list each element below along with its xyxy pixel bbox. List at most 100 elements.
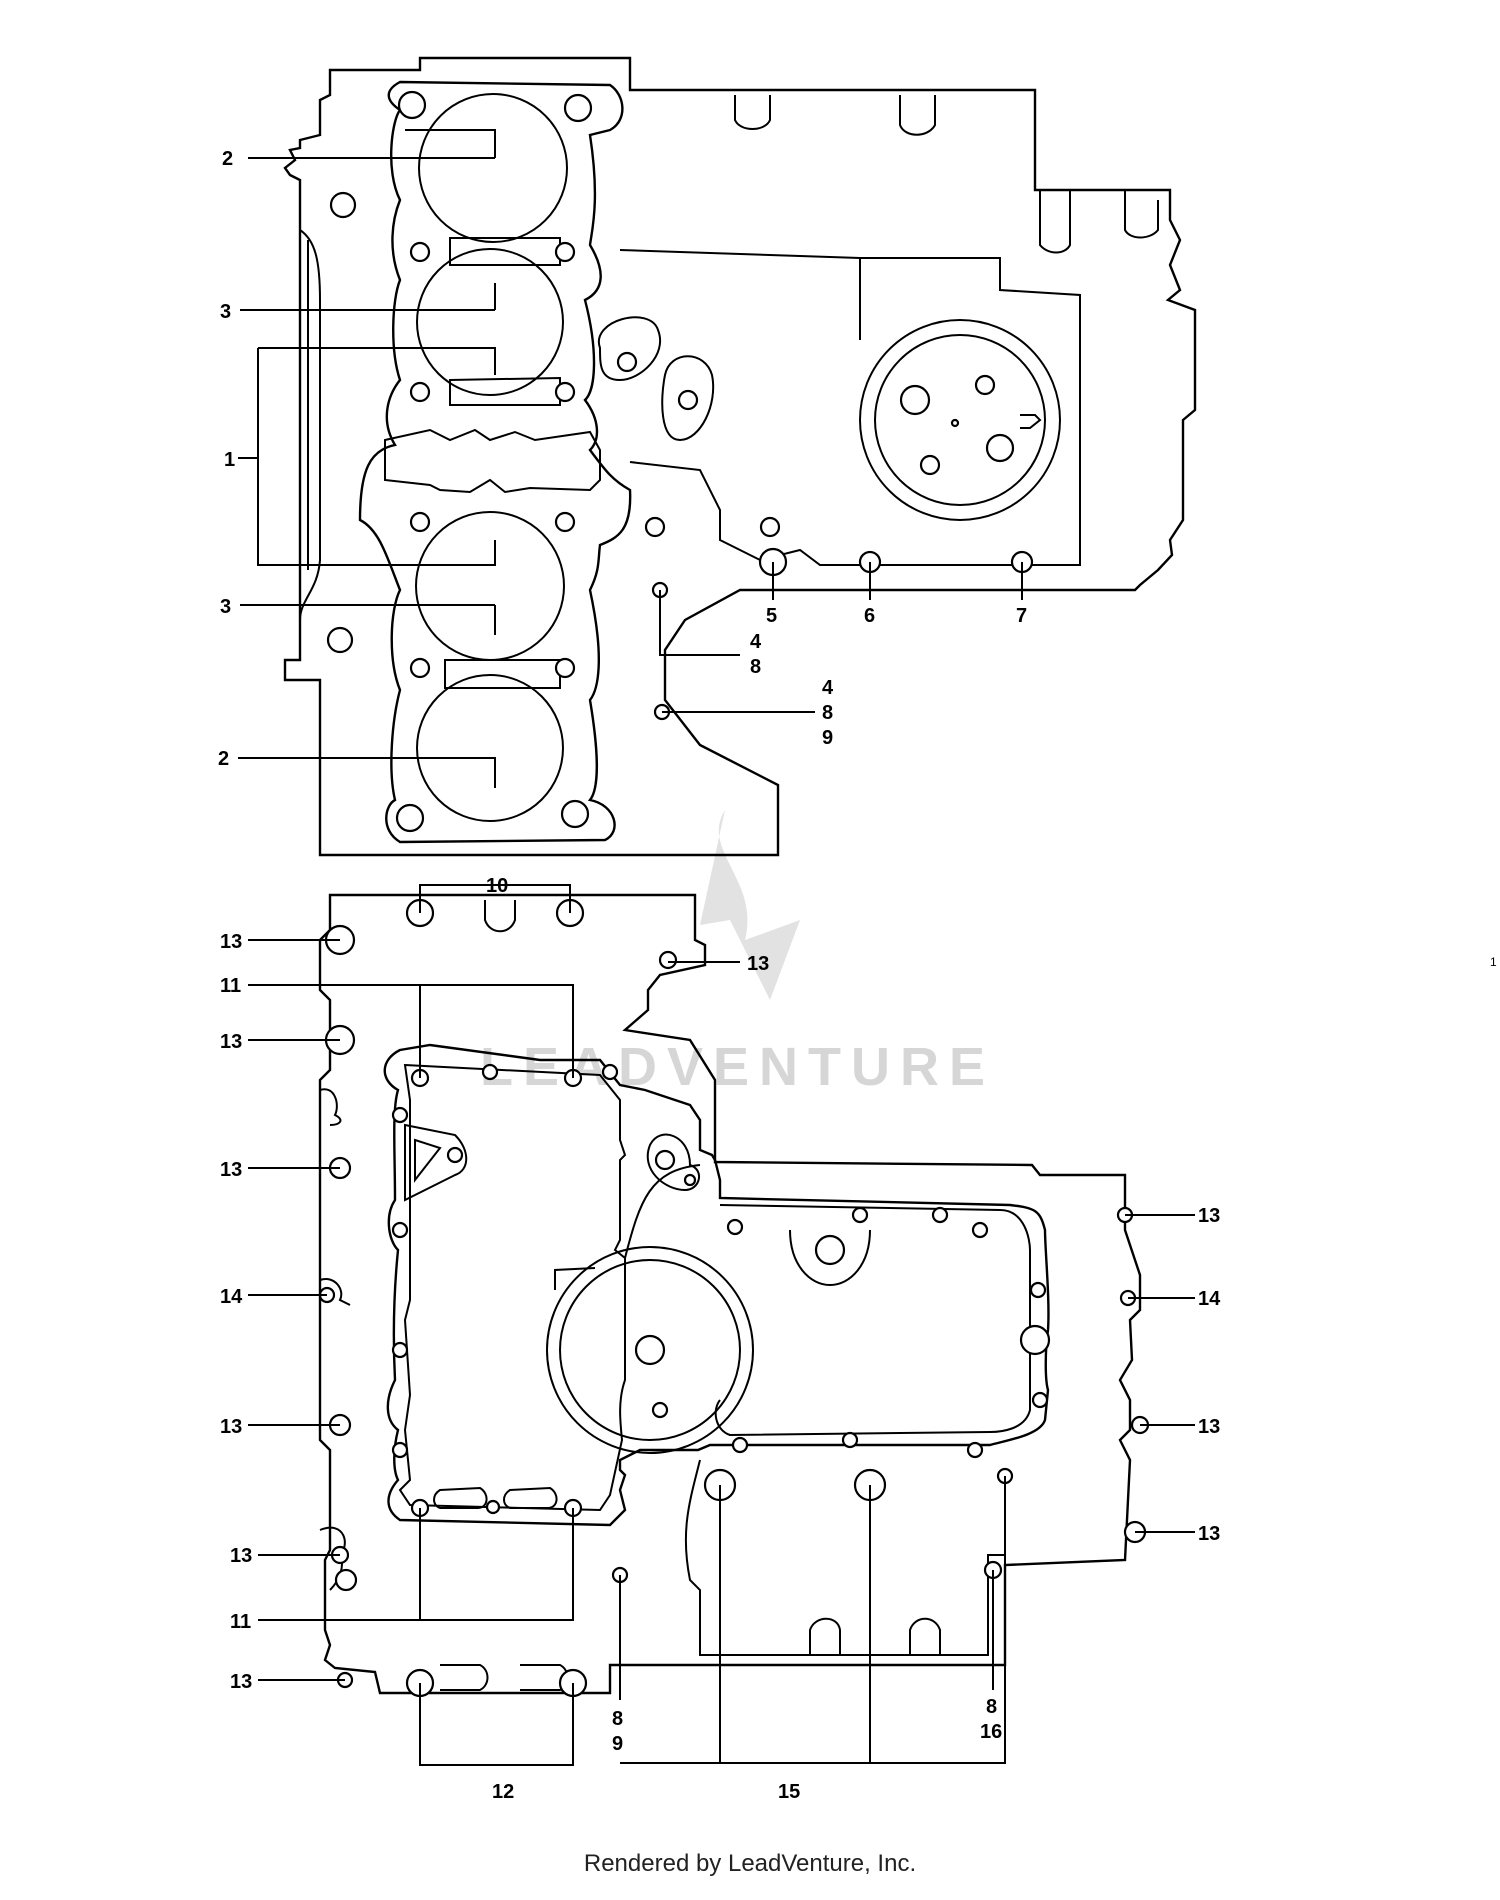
center-web-lower: [624, 1164, 701, 1259]
boss-hole: [683, 1173, 697, 1187]
bore-bridge-3: [444, 659, 561, 689]
sump-slots: [809, 1617, 941, 1655]
leader-15: [620, 1476, 1006, 1764]
leader-11-top: [248, 984, 574, 1078]
callout-16: 16: [980, 1721, 1002, 1743]
cylinder-bore-2: [416, 248, 564, 396]
callout-11-bottom: 11: [230, 1611, 251, 1633]
callout-8a: 8: [750, 656, 761, 678]
upper-case-outline: [283, 56, 1197, 857]
leader-2-bottom: [238, 757, 496, 788]
upper-inner-slots: [734, 95, 936, 136]
callout-11-top: 11: [220, 975, 241, 997]
bearing-hole: [974, 374, 996, 396]
callout-13-a: 13: [220, 931, 242, 953]
flange-hole: [391, 1106, 409, 1124]
callout-8-c: 8: [612, 1708, 623, 1730]
right-boss: [789, 1229, 871, 1287]
flange-hole: [971, 1221, 989, 1239]
upper-leader-lines: [238, 129, 1023, 788]
flange-hole: [966, 1441, 984, 1459]
lower-slots: [484, 900, 516, 933]
upper-callout-labels: 2 3 1 3 2 5 6 7 4 8 4 8 9: [218, 148, 1027, 770]
upper-crankcase: [283, 56, 1197, 857]
bore-bridge-2: [449, 376, 561, 406]
callout-13-h: 13: [1198, 1205, 1220, 1227]
triangle-bracket-inner: [414, 1138, 442, 1183]
triangle-bracket: [404, 1123, 468, 1202]
callout-6: 6: [864, 605, 875, 627]
crank-bearing-outer: [859, 319, 1061, 521]
flange-hole: [841, 1431, 859, 1449]
leader-11-bottom: [258, 1508, 574, 1621]
dowel-hole: [560, 799, 590, 829]
callout-8b: 8: [822, 702, 833, 724]
stud-hole: [409, 511, 431, 533]
callout-5: 5: [766, 605, 777, 627]
bearing-hole: [899, 384, 931, 416]
callout-13-e: 13: [220, 1416, 242, 1438]
boss-hole: [814, 1234, 846, 1266]
stud-hole: [409, 381, 431, 403]
lower-case-outline: [318, 893, 1142, 1695]
bearing-hole: [919, 454, 941, 476]
case-hole: [644, 516, 666, 538]
stud-hole: [409, 657, 431, 679]
flange-hole: [391, 1341, 409, 1359]
boss-hole: [1019, 1324, 1051, 1356]
callout-8-d: 8: [986, 1696, 997, 1718]
callout-7: 7: [1016, 605, 1027, 627]
bearing-hole: [985, 433, 1015, 463]
bottom-pan-pads: [433, 1486, 558, 1509]
oil-pump-housing-outer: [546, 1246, 754, 1454]
oil-pan-flange: [383, 1043, 1050, 1527]
flange-hole: [485, 1499, 501, 1515]
dowel-hole: [397, 90, 427, 120]
callout-14-right: 14: [1198, 1288, 1221, 1310]
watermark-logo-icon: [700, 810, 800, 1000]
stud-hole: [409, 241, 431, 263]
callout-14-left: 14: [220, 1286, 243, 1308]
callout-13-d: 13: [220, 1159, 242, 1181]
oil-pan-flange-inner: [398, 1063, 627, 1512]
bearing-hole: [950, 418, 960, 428]
lower-leader-lines: [248, 884, 1195, 1766]
bracket-hole: [446, 1146, 464, 1164]
callout-3-top: 3: [220, 301, 231, 323]
leader-2-top-bracket: [405, 129, 496, 158]
case-hole: [326, 626, 354, 654]
bracket-left: [597, 316, 661, 382]
cylinder-bore-4: [416, 674, 564, 822]
stud-hole: [554, 657, 576, 679]
callout-3-bottom: 3: [220, 596, 231, 618]
sump-bottom-outline: [684, 1459, 1005, 1656]
callout-1: 1: [224, 449, 235, 471]
callout-13-g: 13: [230, 1671, 252, 1693]
leader-12: [419, 1683, 574, 1766]
dowel-hole: [395, 803, 425, 833]
lower-callout-labels: 10 13 13 11 13 13 14 13 13 11 13 12 8 9 …: [220, 875, 1221, 1803]
flange-hole: [391, 1441, 409, 1459]
dowel-hole: [563, 93, 593, 123]
oil-pump-hole: [634, 1334, 666, 1366]
flange-hole: [851, 1206, 869, 1224]
page-marker: 1: [1490, 955, 1497, 969]
upper-inner-wall: [619, 249, 1081, 566]
bore-bridge-1: [449, 237, 561, 266]
bolt-hole-13: [658, 950, 678, 970]
callout-9a: 9: [822, 727, 833, 749]
callout-4b: 4: [822, 677, 834, 699]
bolt-hole-13: [334, 1568, 358, 1592]
watermark-text: LEADVENTURE: [480, 1037, 995, 1097]
oil-pan-right-gasket: [714, 1204, 1031, 1437]
callout-13-b: 13: [747, 953, 769, 975]
cylinder-bore-1: [418, 93, 568, 243]
filter-boss: [646, 1133, 700, 1192]
bracket-right: [661, 355, 715, 442]
leader-10: [419, 884, 571, 913]
case-hole: [759, 516, 781, 538]
boss-hole: [654, 1149, 676, 1171]
center-web: [384, 428, 601, 494]
stud-hole: [554, 241, 576, 263]
